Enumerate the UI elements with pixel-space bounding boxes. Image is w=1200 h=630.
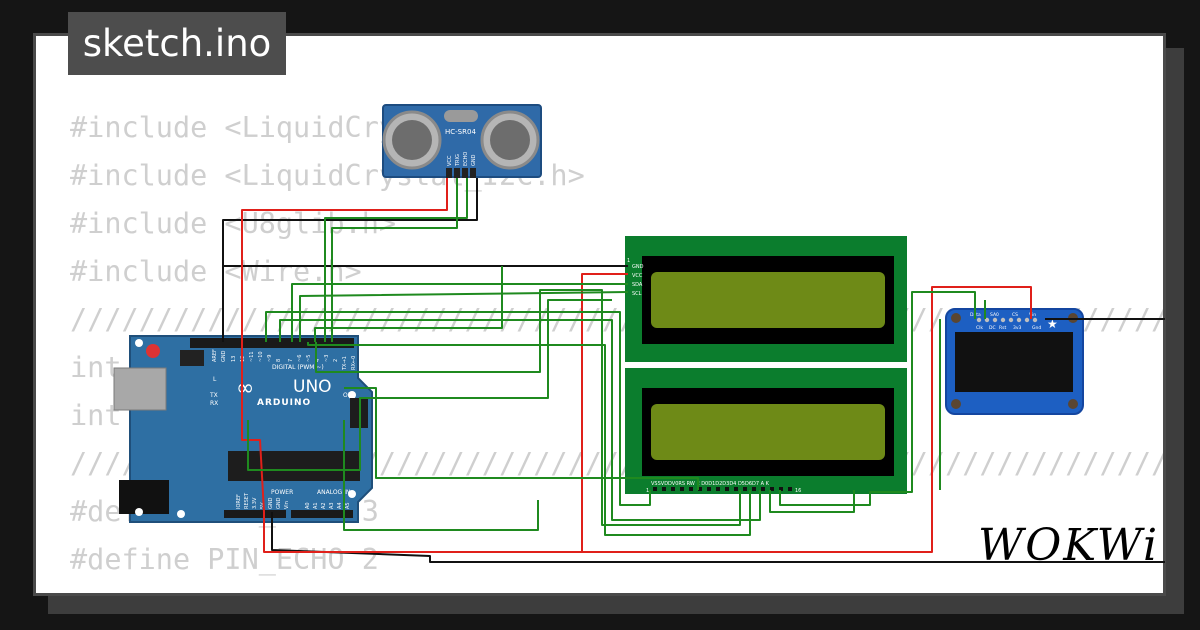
lcd-parallel[interactable]: VSSVDDV0RS RW E D0D1D2D3D4 D5D6D7 A K 1 … xyxy=(625,368,907,494)
wire-signal xyxy=(265,311,651,506)
lcd-parallel-pin-labels: VSSVDDV0RS RW E D0D1D2D3D4 D5D6D7 A K xyxy=(651,481,770,487)
oled-pin-label: 3v3 xyxy=(1013,325,1022,331)
led-label: L xyxy=(213,376,217,383)
digital-pin-label: ~9 xyxy=(267,355,273,362)
code-line: ////////////////////////////////////////… xyxy=(70,591,1163,593)
oled-pin-label: Rst xyxy=(999,325,1006,331)
wire-signal xyxy=(299,291,629,342)
lcd-parallel-last-pin: 16 xyxy=(795,488,801,494)
digital-pin-label: ~6 xyxy=(297,355,303,362)
analog-pin-label: A2 xyxy=(321,502,327,509)
on-label: ON xyxy=(343,392,352,399)
lcd-i2c[interactable]: 1 GND VCC SDA SCL xyxy=(625,236,907,362)
led-label: RX xyxy=(210,400,218,407)
sensor-pin-label: TRIG xyxy=(455,154,461,167)
wire-vcc xyxy=(241,178,628,553)
digital-pin-label: 13 xyxy=(231,356,237,362)
power-pin-label: GND xyxy=(268,497,274,509)
sensor-label: HC-SR04 xyxy=(445,128,476,136)
digital-pin-label: ~3 xyxy=(324,355,330,362)
power-pin-label: RESET xyxy=(244,492,250,509)
oled-pin-label: DC xyxy=(989,325,996,331)
wire-gnd xyxy=(271,512,1165,563)
wire-signal xyxy=(769,490,855,513)
oled-pin-label: Gnd xyxy=(1032,325,1041,331)
oled-display[interactable]: ★ Data SA0 CS Vin Clk DC Rst 3v3 Gnd xyxy=(945,308,1084,415)
wire-signal xyxy=(279,319,761,521)
digital-pin-label: 4 xyxy=(315,359,321,362)
wire-signal xyxy=(315,289,741,526)
digital-pin-label: ~11 xyxy=(249,351,255,362)
arduino-model: UNO xyxy=(293,377,332,397)
wire-vcc xyxy=(582,286,1032,553)
lcd-parallel-first-pin: 1 xyxy=(646,488,649,494)
project-title: sketch.ino xyxy=(68,12,286,75)
analog-pin-label: A0 xyxy=(305,502,311,509)
oled-pin-label: Clk xyxy=(976,325,983,331)
wokwi-logo: WOKWi xyxy=(978,520,1160,571)
code-line: int xyxy=(70,351,122,384)
wire-signal xyxy=(247,299,612,471)
power-pin-label: GND xyxy=(276,497,282,509)
power-pin-label: IOREF xyxy=(236,494,242,509)
oled-pin-label: Vin xyxy=(1029,312,1036,318)
lcd-i2c-pin-label: SCL xyxy=(632,291,642,297)
code-line: int xyxy=(70,399,122,432)
sensor-pin-label: GND xyxy=(471,154,477,166)
analog-label: ANALOG IN xyxy=(317,489,350,496)
wire-signal xyxy=(779,291,976,506)
digital-pin-label: AREF xyxy=(212,349,218,362)
digital-pin-label: RX←0 xyxy=(351,356,357,370)
wire-signal xyxy=(291,283,628,342)
sensor-pin-label: VCC xyxy=(447,155,453,166)
digital-pin-label: 2 xyxy=(333,359,339,362)
star-icon: ★ xyxy=(1047,317,1058,331)
code-line: #include <Wire.h> xyxy=(70,255,362,288)
digital-pin-label: 8 xyxy=(276,359,282,362)
digital-header-label: DIGITAL (PWM ~) xyxy=(272,364,324,371)
code-line: #define PIN_ECHO 2 xyxy=(70,543,379,576)
wire-signal xyxy=(307,342,751,536)
code-line: #include <U8glib.h> xyxy=(70,207,397,240)
digital-pin-label: ~5 xyxy=(306,355,312,362)
infinity-logo-icon: ∞ xyxy=(236,376,254,401)
digital-pin-label: TX→1 xyxy=(342,356,348,371)
lcd-i2c-pin-label: SDA xyxy=(632,282,643,288)
wire-signal xyxy=(331,178,458,342)
power-label: POWER xyxy=(271,489,293,496)
analog-pin-label: A5 xyxy=(345,502,351,509)
wire-gnd xyxy=(222,178,478,342)
wire-signal xyxy=(343,420,539,531)
oled-pin-label: CS xyxy=(1012,312,1018,318)
digital-pin-label: 7 xyxy=(288,359,294,362)
lcd-i2c-pin-label: GND xyxy=(632,264,644,270)
digital-pin-label: ~10 xyxy=(258,351,264,362)
lcd-i2c-pin-number: 1 xyxy=(627,258,630,264)
analog-pin-label: A4 xyxy=(337,502,343,509)
lcd-i2c-pin-label: VCC xyxy=(632,273,643,279)
power-pin-label: 3.3V xyxy=(252,497,258,509)
arduino-brand: ARDUINO xyxy=(257,398,311,408)
wire-signal xyxy=(324,178,468,342)
oled-pin-label: SA0 xyxy=(990,312,999,318)
arduino-uno-board[interactable]: DIGITAL (PWM ~) ARDUINO UNO ∞ POWER ANAL… xyxy=(113,335,373,523)
analog-pin-label: A1 xyxy=(313,502,319,509)
power-pin-label: Vin xyxy=(284,501,290,509)
digital-pin-label: GND xyxy=(221,350,227,362)
wires xyxy=(222,178,1165,563)
wire-signal xyxy=(314,266,503,342)
sensor-pin-label: ECHO xyxy=(463,152,469,166)
wire-signal xyxy=(344,387,699,490)
analog-pin-label: A3 xyxy=(329,502,335,509)
led-label: TX xyxy=(209,392,218,399)
ultrasonic-sensor[interactable]: HC-SR04 VCC TRIG ECHO GND xyxy=(382,104,542,178)
